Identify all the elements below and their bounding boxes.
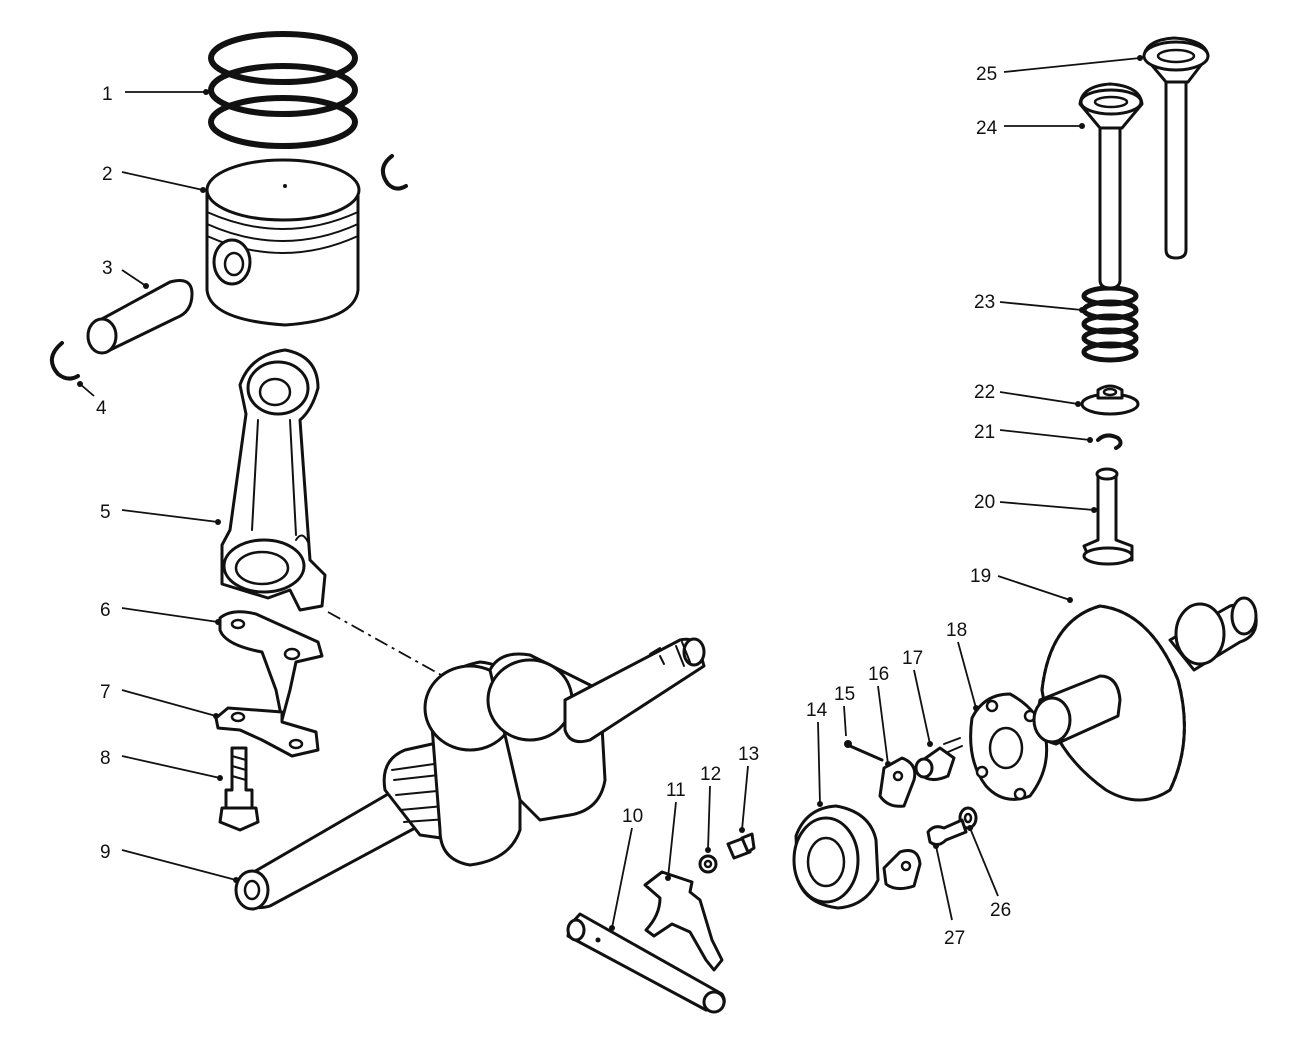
piston-rings — [208, 31, 358, 149]
clip-plate-lower — [882, 849, 922, 891]
spring-retainer — [1080, 384, 1140, 416]
callout-label: 23 — [974, 292, 995, 313]
callout-label: 17 — [902, 648, 923, 669]
piston-clip-right — [380, 154, 408, 191]
callout-label: 6 — [100, 600, 111, 621]
retainer-clip — [1096, 433, 1123, 450]
callout-10: 10 — [609, 806, 643, 931]
bolt-27 — [926, 818, 968, 847]
callout-label: 25 — [976, 64, 997, 85]
callout-label: 24 — [976, 118, 998, 139]
callout-label: 21 — [974, 422, 995, 443]
rod-bolt — [218, 746, 260, 832]
callout-label: 3 — [102, 258, 113, 279]
callout-23: 23 — [974, 292, 1085, 313]
callout-label: 8 — [100, 748, 111, 769]
lock-plate — [214, 706, 320, 758]
callout-label: 18 — [946, 620, 967, 641]
valve-spring — [1081, 285, 1139, 363]
callout-5: 5 — [100, 502, 221, 525]
callout-label: 4 — [96, 398, 107, 419]
clip-plate-upper — [878, 756, 917, 808]
crankshaft — [234, 637, 706, 911]
callout-label: 26 — [990, 900, 1011, 921]
callout-15: 15 — [834, 684, 855, 737]
callout-18: 18 — [946, 620, 979, 711]
piston-pin — [86, 279, 194, 355]
pin-clip — [50, 341, 80, 381]
callout-label: 10 — [622, 806, 643, 827]
callout-label: 12 — [700, 764, 721, 785]
callout-13: 13 — [738, 744, 759, 833]
rod-lock-plate — [218, 610, 324, 722]
callout-19: 19 — [970, 566, 1073, 603]
screw-13 — [726, 832, 756, 860]
callout-9: 9 — [100, 842, 239, 883]
callout-1: 1 — [102, 84, 209, 105]
callout-label: 9 — [100, 842, 111, 863]
callout-label: 7 — [100, 682, 111, 703]
governor-cup — [792, 804, 880, 910]
callout-25: 25 — [976, 55, 1143, 85]
callout-16: 16 — [868, 664, 891, 767]
callout-3: 3 — [102, 258, 149, 289]
camshaft-flange — [969, 692, 1049, 801]
governor-fork — [643, 870, 724, 972]
callout-7: 7 — [100, 682, 219, 719]
callout-21: 21 — [974, 422, 1093, 443]
callout-label: 5 — [100, 502, 111, 523]
governor-shaft — [566, 912, 726, 1014]
connecting-rod — [220, 348, 327, 612]
callout-8: 8 — [100, 748, 223, 781]
callout-label: 27 — [944, 928, 965, 949]
callout-label: 1 — [102, 84, 113, 105]
assembly-centerline — [327, 611, 451, 681]
callout-27: 27 — [933, 843, 965, 949]
callout-label: 19 — [970, 566, 991, 587]
callout-20: 20 — [974, 492, 1097, 513]
callout-17: 17 — [902, 648, 933, 747]
callout-label: 13 — [738, 744, 759, 765]
callout-label: 14 — [806, 700, 828, 721]
callout-label: 11 — [666, 780, 686, 801]
callout-24: 24 — [976, 118, 1085, 139]
valve-exhaust — [1142, 36, 1210, 260]
camshaft — [1032, 596, 1258, 802]
callout-label: 20 — [974, 492, 995, 513]
callout-label: 2 — [102, 164, 113, 185]
valve-intake — [1078, 82, 1144, 290]
valve-lifter — [1082, 467, 1134, 566]
shaft-pin — [914, 737, 963, 781]
callout-4: 4 — [77, 381, 107, 419]
callout-label: 15 — [834, 684, 855, 705]
callout-6: 6 — [100, 600, 221, 625]
callout-11: 11 — [665, 780, 686, 881]
callout-14: 14 — [806, 700, 828, 807]
callout-2: 2 — [102, 164, 206, 193]
callout-26: 26 — [967, 825, 1011, 921]
spring-pin — [844, 740, 884, 762]
callout-12: 12 — [700, 764, 721, 853]
piston — [205, 158, 361, 327]
callout-22: 22 — [974, 382, 1081, 407]
callout-label: 16 — [868, 664, 889, 685]
callout-label: 22 — [974, 382, 995, 403]
